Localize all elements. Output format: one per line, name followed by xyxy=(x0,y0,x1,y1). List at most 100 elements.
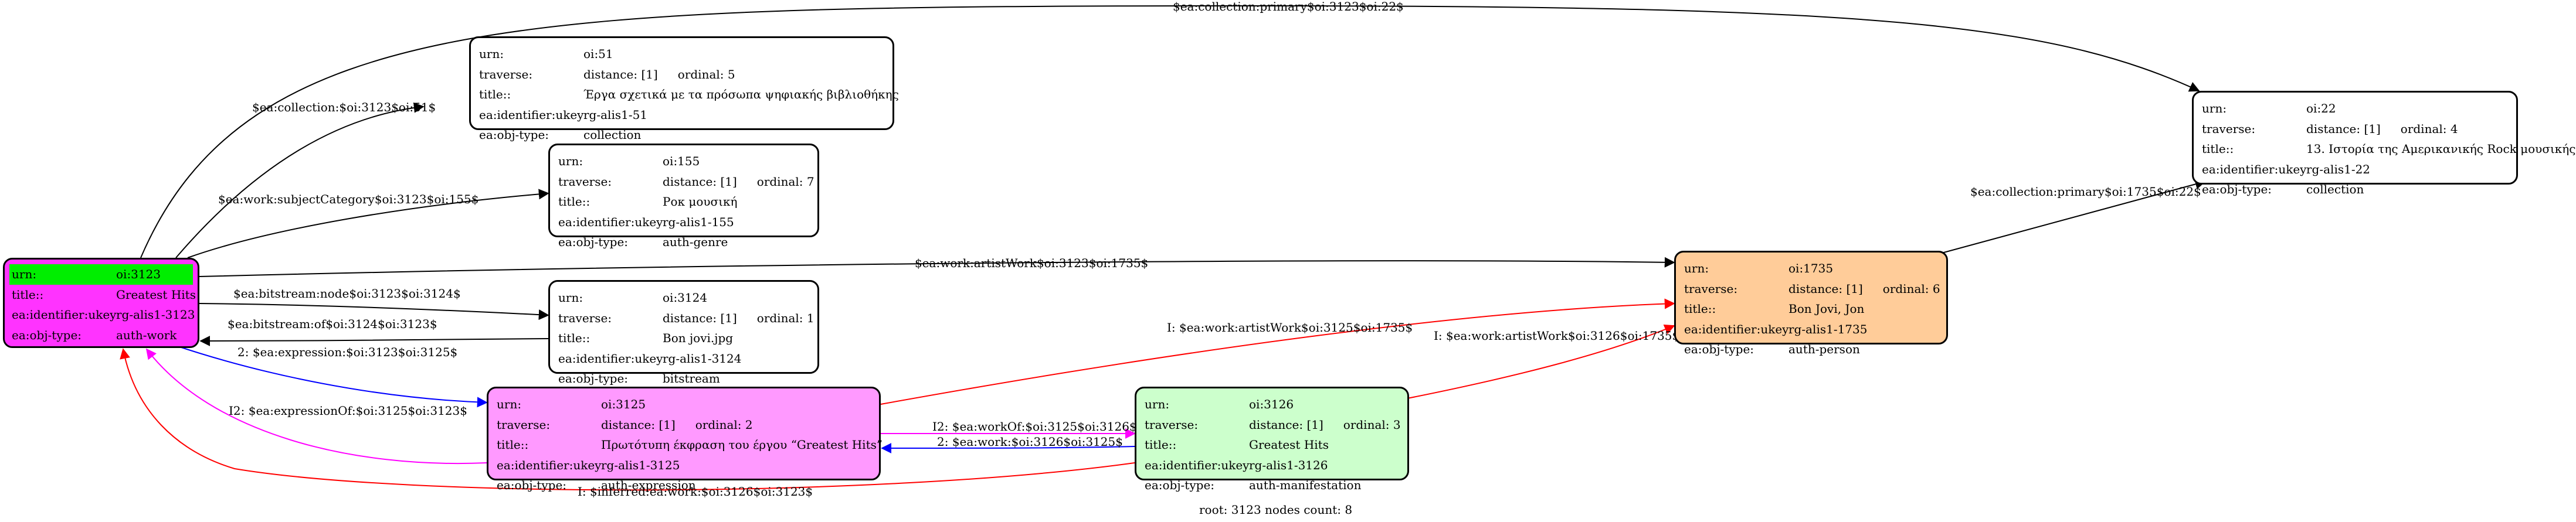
distance-value: distance: [1] xyxy=(583,67,658,81)
node-row-title: title::Bon jovi.jpg xyxy=(558,328,809,349)
node-key: traverse: xyxy=(1145,417,1199,432)
node-key: urn: xyxy=(12,267,37,281)
node-key: traverse: xyxy=(558,174,612,189)
node-value: distance: [1] ordinal: 1 xyxy=(663,308,814,329)
edge-e4 xyxy=(199,257,1675,277)
distance-value: distance: [1] xyxy=(1249,417,1323,432)
node-oi3125[interactable]: urn:oi:3125 traverse:distance: [1]ordina… xyxy=(487,387,883,492)
edge-e12 xyxy=(1407,324,1675,399)
edge-label-e13: I: $inferred:ea:work:$oi:3126$oi:3123$ xyxy=(578,485,813,499)
node-row-objtype: ea:obj-type: collection xyxy=(2202,179,2508,200)
graph-canvas: $ea:collection:primary$oi:3123$oi:22$ $e… xyxy=(120,0,2206,499)
ordinal-value: ordinal: 4 xyxy=(2400,121,2458,136)
node-value: collection xyxy=(2306,182,2364,196)
node-key: ea:identifier:ukey xyxy=(1145,458,1250,472)
edge-e3 xyxy=(187,189,549,258)
edge-e11 xyxy=(881,442,1135,453)
node-key: title:: xyxy=(497,438,529,452)
node-value: oi:22 xyxy=(2306,101,2336,115)
node-value: distance: [1]ordinal: 6 xyxy=(1788,279,1940,299)
node-value: oi:1735 xyxy=(1788,261,1834,275)
edge-e5 xyxy=(199,303,549,320)
node-row-traverse: traverse: distance: [1]ordinal: 6 xyxy=(1684,279,1940,299)
distance-value: distance: [1] xyxy=(601,417,676,432)
node-row-traverse: traverse:distance: [1]ordinal: 5 xyxy=(479,64,884,85)
node-row-traverse: traverse: distance: [1]ordinal: 7 xyxy=(558,172,814,192)
node-value: bitstream xyxy=(663,371,720,385)
node-oi155[interactable]: urn:oi:155 traverse: distance: [1]ordinal… xyxy=(548,144,819,249)
edge-e7 xyxy=(175,345,488,408)
node-row-urn: urn: oi:1735 xyxy=(1684,258,1938,279)
node-key: ea:obj-type: xyxy=(497,478,567,492)
node-oi3124[interactable]: urn:oi:3124 traverse:distance: [1]ordina… xyxy=(548,280,819,385)
node-key: ea:obj-type: xyxy=(12,327,82,342)
node-row-objtype: ea:obj-type:auth-person xyxy=(1684,339,1938,360)
node-key: ea:identifier:ukey xyxy=(2202,162,2307,176)
node-key: title:: xyxy=(558,331,590,345)
node-value: rg-alis1-3123 xyxy=(116,308,195,322)
node-key: ea:identifier:ukey xyxy=(558,351,663,366)
edge-e6 xyxy=(199,335,549,346)
node-oi22[interactable]: urn:oi:22 traverse:distance: [1]ordinal:… xyxy=(2192,91,2576,196)
node-value: auth-genre xyxy=(663,235,728,249)
node-value: Πρωτότυπη έκφραση του έργου “Greatest Hi… xyxy=(601,438,883,452)
node-oi51[interactable]: urn:oi:51 traverse:distance: [1]ordinal:… xyxy=(469,36,899,142)
node-row-traverse: traverse:distance: [1]ordinal: 1 xyxy=(558,308,814,329)
node-row-title: title::Ροκ μουσική xyxy=(558,192,809,212)
node-key: urn: xyxy=(2202,101,2227,115)
distance-value: distance: [1] xyxy=(1788,281,1863,296)
ordinal-value: ordinal: 2 xyxy=(695,417,753,432)
ordinal-value: ordinal: 1 xyxy=(756,311,814,325)
node-value: oi:3125 xyxy=(601,397,646,411)
node-key: title:: xyxy=(1684,302,1716,316)
distance-value: distance: [1] xyxy=(2306,121,2381,136)
node-value: Έργα σχετικά με τα πρόσωπα ψηφιακής βιβλ… xyxy=(583,87,899,101)
node-row-urn: urn:oi:3124 xyxy=(558,288,809,308)
node-value: distance: [1]ordinal: 7 xyxy=(663,172,814,192)
edge-label-e11: 2: $ea:work:$oi:3126$oi:3125$ xyxy=(937,435,1123,449)
node-key: urn: xyxy=(1684,261,1709,275)
node-oi1735[interactable]: urn: oi:1735 traverse: distance: [1]ordina… xyxy=(1674,251,1948,356)
node-key: title:: xyxy=(1145,438,1177,452)
node-key: title:: xyxy=(12,287,44,302)
node-row-urn: urn:oi:3123 xyxy=(9,264,193,285)
node-value: oi:155 xyxy=(663,154,700,168)
node-value: rg-alis1-3125 xyxy=(601,458,680,472)
node-value: auth-work xyxy=(116,327,177,342)
node-row-title: title::Greatest Hits xyxy=(1145,435,1399,455)
node-value: oi:3124 xyxy=(663,291,708,305)
node-key: title:: xyxy=(479,87,511,101)
node-value: Bon jovi.jpg xyxy=(663,331,734,345)
edge-label-e6: $ea:bitstream:of$oi:3124$oi:3123$ xyxy=(228,317,437,331)
ordinal-value: ordinal: 5 xyxy=(677,67,735,81)
node-row-objtype: ea:obj-type: auth-work xyxy=(12,325,191,346)
node-key: traverse: xyxy=(1684,281,1738,296)
node-row-title: title::13. Ιστορία της Αμερικανικής Rock… xyxy=(2202,139,2576,159)
node-row-title: title::Πρωτότυπη έκφραση του έργου “Grea… xyxy=(497,435,883,455)
node-oi3123[interactable]: urn:oi:3123 title::Greatest Hits ea:iden… xyxy=(3,258,199,348)
node-row-title: title::Greatest Hits xyxy=(12,285,196,305)
node-key: ea:identifier:ukey xyxy=(1684,322,1789,336)
root-nodes-count-label: root: 3123 nodes count: 8 xyxy=(1199,503,1353,517)
node-key: ea:obj-type: xyxy=(2202,182,2272,196)
edge-label-e8: I2: $ea:expressionOf:$oi:3125$oi:3123$ xyxy=(229,404,467,418)
node-value: distance: [1] ordinal: 4 xyxy=(2306,119,2458,139)
edge-e13 xyxy=(120,348,1135,491)
node-value: auth-manifestation xyxy=(1249,478,1362,492)
node-row-urn: urn:oi:155 xyxy=(558,151,809,172)
node-key: urn: xyxy=(497,397,522,411)
edge-e2 xyxy=(175,102,425,258)
node-value: auth-person xyxy=(1788,342,1860,356)
node-value: oi:51 xyxy=(583,47,613,61)
node-value: oi:3126 xyxy=(1249,397,1294,411)
distance-value: distance: [1] xyxy=(663,311,737,325)
node-key: ea:identifier:ukey xyxy=(558,214,663,229)
node-row-objtype: ea:obj-type:auth-manifestation xyxy=(1145,475,1399,496)
node-oi3126[interactable]: urn:oi:3126 traverse:distance: [1]ordina… xyxy=(1135,387,1409,492)
edge-e1 xyxy=(140,5,2200,258)
edge-label-e9: I: $ea:work:artistWork$oi:3125$oi:1735$ xyxy=(1167,320,1413,335)
node-row-urn: urn: oi:22 xyxy=(2202,98,2508,119)
